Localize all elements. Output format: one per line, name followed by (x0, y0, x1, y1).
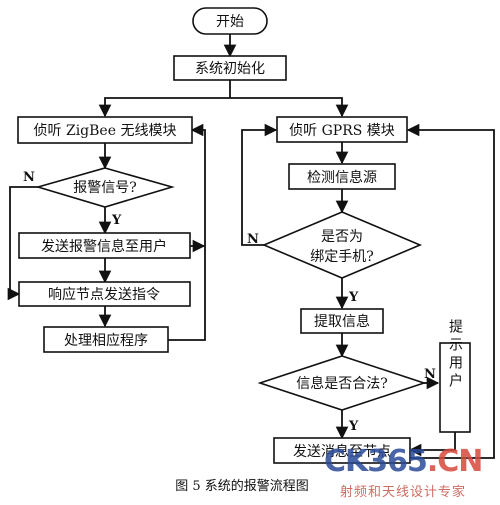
init-node (173, 55, 287, 81)
bound-no-label: N (247, 232, 259, 247)
site-watermark: CK365.CN 射频和天线设计专家 (322, 444, 500, 505)
edge-split-left (98, 97, 230, 118)
send-to-node-box (273, 437, 411, 464)
watermark-logo-main: CK365 (324, 444, 428, 479)
edge-split-right (230, 97, 349, 118)
bound-phone-decision-node (261, 211, 423, 279)
extract-info-node (300, 308, 384, 334)
edge-process-loop (168, 123, 206, 341)
watermark-logo: CK365.CN (324, 444, 484, 479)
send-alarm-node (18, 232, 191, 259)
watermark-slogan: 射频和天线设计专家 (340, 485, 467, 500)
gprs-listen-node (276, 116, 408, 143)
start-node (192, 7, 268, 35)
zigbee-listen-node (17, 116, 193, 144)
detect-source-node (288, 163, 396, 190)
bound-phone-label-line1: 是否为 (321, 229, 363, 245)
send-to-node-label: 发送消息至节点 (293, 443, 391, 460)
prompt-user-label: 提示用户 (447, 319, 463, 391)
edge-bound-no (241, 123, 278, 246)
send-alarm-label: 发送报警信息至用户 (41, 238, 167, 255)
info-valid-decision-node (257, 355, 427, 411)
edge-send-loop (406, 123, 495, 459)
valid-no-label: N (424, 367, 436, 382)
prompt-user-node (439, 342, 471, 433)
watermark-logo-suffix: .CN (426, 444, 484, 479)
figure-caption: 图 5 系统的报警流程图 (175, 478, 309, 494)
start-label: 开始 (216, 14, 244, 30)
valid-yes-label: Y (348, 419, 359, 434)
process-label: 处理相应程序 (64, 332, 148, 349)
bound-yes-label: Y (348, 290, 359, 305)
extract-info-label: 提取信息 (314, 313, 370, 330)
alarm-yes-label: Y (111, 213, 122, 228)
bound-phone-label-line2: 绑定手机? (310, 249, 374, 265)
alarm-decision-node (35, 167, 175, 208)
edge-prompt-down (408, 432, 456, 457)
process-node (43, 326, 169, 353)
zigbee-listen-label: 侦听 ZigBee 无线模块 (34, 123, 177, 139)
init-label: 系统初始化 (195, 60, 265, 77)
gprs-listen-label: 侦听 GPRS 模块 (289, 123, 395, 139)
alarm-no-label: N (23, 170, 35, 185)
info-valid-label: 信息是否合法? (296, 375, 388, 392)
detect-source-label: 检测信息源 (307, 169, 377, 186)
respond-node-box (18, 281, 191, 307)
alarm-decision-label: 报警信号? (73, 180, 137, 196)
respond-node-label: 响应节点发送指令 (48, 286, 160, 303)
edge-alarm-no (7, 186, 38, 301)
